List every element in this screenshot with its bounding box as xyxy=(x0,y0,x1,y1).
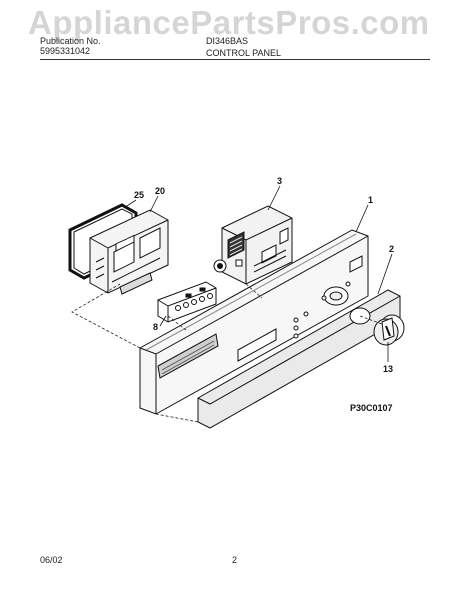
page-number: 2 xyxy=(232,555,238,565)
callout-1: 1 xyxy=(368,195,373,205)
dispenser-part xyxy=(89,209,169,295)
control-panel-part xyxy=(139,229,369,415)
model-number: DI346BAS xyxy=(206,36,249,46)
figure-code: P30C0107 xyxy=(350,403,393,413)
callout-25: 25 xyxy=(134,190,144,200)
callout-3: 3 xyxy=(277,176,282,186)
publication-label: Publication No. xyxy=(40,36,101,46)
callout-2: 2 xyxy=(389,244,394,254)
publication-number: 5995331042 xyxy=(40,46,91,56)
knob-part xyxy=(373,314,405,346)
callout-8: 8 xyxy=(153,322,158,332)
footer-date: 06/02 xyxy=(40,555,63,565)
callout-13: 13 xyxy=(383,364,393,374)
callout-20: 20 xyxy=(155,186,165,196)
timer-module-part xyxy=(213,205,293,285)
watermark: AppliancePartsPros.com xyxy=(28,4,430,41)
leader-lines xyxy=(123,185,393,362)
header-rule xyxy=(40,59,430,60)
assembly-lines xyxy=(71,283,383,423)
section-title: CONTROL PANEL xyxy=(206,48,282,58)
button-board-part xyxy=(157,281,217,323)
